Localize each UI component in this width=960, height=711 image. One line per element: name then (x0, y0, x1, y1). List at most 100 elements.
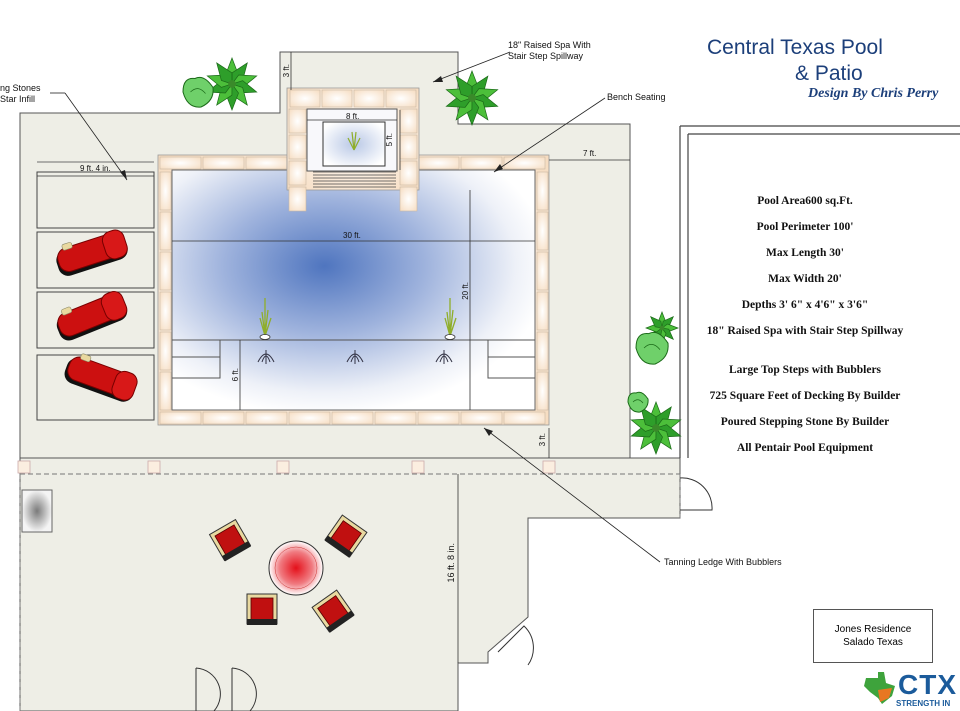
spec-max-length: Max Length 30' (766, 247, 844, 259)
coping-tile (417, 156, 460, 170)
coping-tile (245, 156, 288, 170)
chaise-lounger (56, 290, 128, 341)
designer-credit: Design By Chris Perry (808, 86, 939, 101)
spec-stepping-stone: Poured Stepping Stone By Builder (720, 416, 890, 428)
shrub-plant (635, 331, 669, 365)
coping-tile (245, 411, 288, 425)
coping-tile (288, 160, 307, 186)
shrub-plant (182, 76, 214, 108)
coping-tile (460, 411, 503, 425)
coping-tile (159, 156, 202, 170)
spec-pool-perimeter: Pool Perimeter 100' (756, 221, 854, 233)
coping-tile (385, 89, 417, 108)
pool-water (171, 169, 536, 411)
coping-tile (288, 134, 307, 160)
tanning-ledge-callout: Tanning Ledge With Bubblers (664, 557, 782, 567)
coping-tile (202, 411, 245, 425)
side-deck-dimension: 7 ft. (583, 149, 597, 158)
tanning-ledge (172, 339, 535, 379)
spillway-steps (313, 171, 396, 188)
dimension-lines (37, 52, 630, 458)
coping-tile (159, 411, 202, 425)
company-title-line2: & Patio (795, 62, 863, 85)
spa-width-dimension: 8 ft. (346, 112, 360, 121)
coping-tile (536, 291, 549, 331)
coping-tile (399, 134, 418, 160)
coping-tile (159, 371, 172, 411)
bench-seating-callout: Bench Seating (607, 92, 666, 102)
top-deck-dimension: 3 ft. (282, 64, 291, 78)
coping-tile (460, 156, 503, 170)
coping-tile (159, 251, 172, 291)
coping-tile (159, 291, 172, 331)
coping-tile (331, 411, 374, 425)
palm-plant (630, 401, 682, 455)
shrub-plant (627, 391, 649, 413)
coping-tile (399, 186, 418, 212)
chaise-lounger (64, 353, 138, 402)
chaise-lounger (56, 229, 128, 276)
spec-decking: 725 Square Feet of Decking By Builder (709, 390, 901, 402)
residence-name: Jones Residence (834, 624, 912, 635)
spec-max-width: Max Width 20' (768, 273, 842, 285)
patio-table (268, 540, 324, 596)
spa-depth-dimension: 5 ft. (385, 133, 394, 147)
patio-chair (311, 589, 355, 633)
covered-patio (19, 457, 681, 711)
ctx-logo-text: CTX (898, 669, 957, 700)
pool-specifications: Pool Area600 sq.Ft. Pool Perimeter 100' … (690, 188, 920, 461)
step-lights (257, 350, 453, 364)
residence-location: Salado Texas (843, 637, 903, 648)
coping-tile (536, 331, 549, 371)
coping-tile (536, 251, 549, 291)
pool-width-dimension: 20 ft. (461, 282, 470, 300)
patio-chair (324, 514, 368, 558)
spec-raised-spa: 18" Raised Spa with Stair Step Spillway (706, 325, 904, 337)
coping-tile (374, 411, 417, 425)
patio-chair (208, 518, 252, 562)
coping-tile (399, 160, 418, 186)
coping-tile (399, 108, 418, 134)
palm-plant (445, 70, 499, 126)
coping-tile (289, 89, 321, 108)
coping-tile (353, 89, 385, 108)
coping-tile (159, 171, 172, 211)
landscape-plants (182, 57, 682, 455)
stepping-stones-callout: ng Stones Star Infill (0, 83, 41, 104)
coping-tile (159, 211, 172, 251)
patio-depth-dimension: 16 ft. 8 in. (446, 543, 456, 583)
ctx-logo-tagline: STRENGTH IN (896, 699, 951, 708)
coping-tile (536, 211, 549, 251)
coping-tile (503, 411, 546, 425)
spa-basin (322, 121, 386, 167)
grill (21, 489, 53, 533)
residence-label-box: Jones Residence Salado Texas (813, 609, 933, 663)
coping-tile (321, 89, 353, 108)
spa-jet (347, 131, 361, 151)
callout-leaders (50, 51, 661, 563)
ledge-dimension: 6 ft. (231, 368, 240, 382)
palm-plant (206, 57, 258, 111)
pool-length-dimension: 30 ft. (343, 231, 361, 240)
coping-tile (503, 156, 546, 170)
stepping-width-dimension: 9 ft. 4 in. (80, 164, 111, 173)
chaise-loungers (56, 229, 138, 402)
coping-tile (288, 411, 331, 425)
callout-arrowheads (120, 76, 503, 436)
company-title-line1: Central Texas Pool (707, 36, 883, 59)
house-outline (679, 125, 960, 458)
lower-deck-dimension: 3 ft. (538, 433, 547, 447)
ctx-logo: CTX STRENGTH IN (862, 666, 960, 711)
bubbler-heads (259, 334, 456, 340)
coping-tile (536, 171, 549, 211)
spec-depths: Depths 3' 6" x 4'6" x 3'6" (741, 299, 869, 311)
texas-logo-icon (864, 672, 895, 704)
patio-chair (246, 593, 278, 625)
spa-tiles (288, 89, 418, 212)
coping-tile (536, 371, 549, 411)
raised-spa-callout: 18" Raised Spa With Stair Step Spillway (508, 40, 591, 61)
spec-pool-area: Pool Area600 sq.Ft. (757, 195, 853, 207)
coping-tile (288, 186, 307, 212)
bubblers (259, 298, 457, 337)
